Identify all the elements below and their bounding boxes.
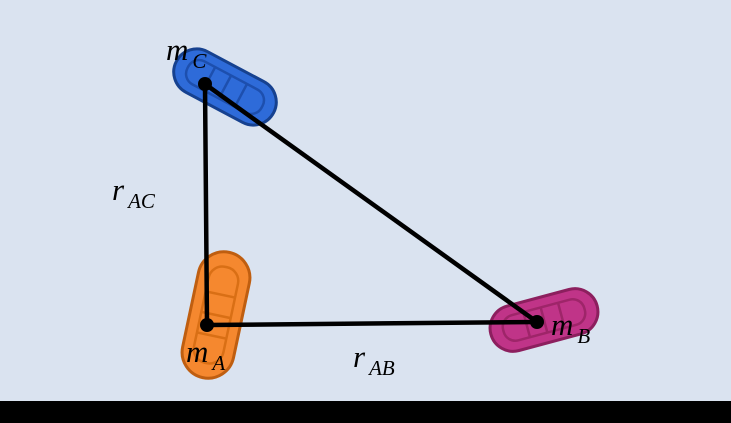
label-mass-c: m C (166, 32, 207, 73)
boat-b-seats (522, 302, 566, 338)
edge-ac (202, 81, 210, 328)
boat-a (180, 250, 252, 380)
vertex-dot-b (530, 315, 544, 329)
label-dist-ab-base: r (353, 339, 366, 374)
boat-c (172, 47, 278, 127)
label-mass-c-base: m (166, 32, 188, 67)
label-mass-c-sub: C (192, 49, 207, 73)
label-mass-b-base: m (551, 307, 573, 342)
vertex-dot-c (198, 77, 212, 91)
edge-ab (204, 319, 540, 328)
label-mass-b: m B (551, 307, 590, 348)
label-mass-a: m A (186, 334, 225, 375)
label-dist-ac: r AC (112, 172, 156, 213)
bottom-bar (0, 401, 731, 423)
label-dist-ac-base: r (112, 172, 125, 207)
vertex-dot-a (200, 318, 214, 332)
label-dist-ac-sub: AC (126, 189, 156, 213)
label-dist-ab: r AB (353, 339, 395, 380)
label-mass-a-base: m (186, 334, 208, 369)
label-mass-b-sub: B (577, 324, 590, 348)
boat-b (488, 287, 600, 353)
boat-c-floor (184, 58, 266, 116)
edge-cb (202, 81, 540, 325)
label-mass-a-sub: A (210, 351, 225, 375)
label-dist-ab-sub: AB (367, 356, 395, 380)
